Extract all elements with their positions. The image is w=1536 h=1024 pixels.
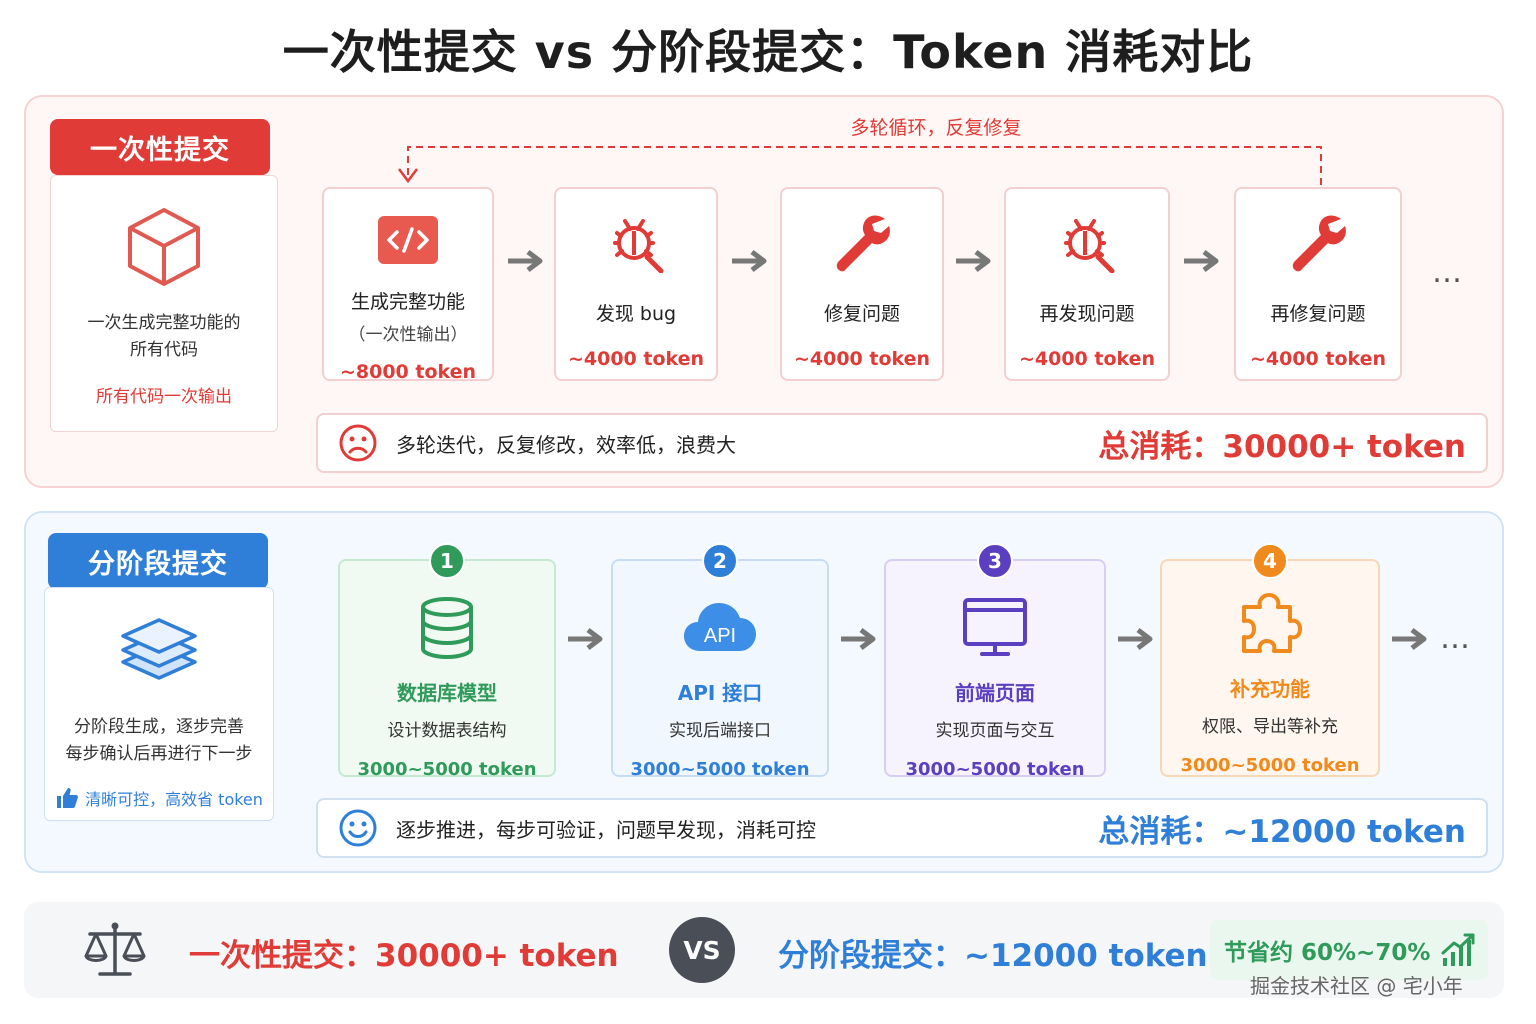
loop-arrow bbox=[398, 146, 1322, 185]
phased-side-desc-1: 分阶段生成，逐步完善 bbox=[74, 717, 244, 737]
once-step-token: ~8000 token bbox=[339, 361, 477, 383]
phased-side-note-text: 清晰可控，高效省 token bbox=[85, 790, 263, 809]
cloud-api-icon: API bbox=[684, 603, 756, 651]
step-token: 3000~5000 token bbox=[905, 759, 1085, 780]
loop-label: 多轮循环，反复修复 bbox=[850, 117, 1022, 139]
phased-step-extra: 4 补充功能 权限、导出等补充 3000~5000 token bbox=[1160, 543, 1380, 777]
once-step-token: ~4000 token bbox=[1249, 348, 1387, 370]
once-step-token: ~4000 token bbox=[793, 348, 931, 370]
once-summary: 多轮迭代，反复修改，效率低，浪费大 总消耗：30000+ token bbox=[316, 413, 1488, 473]
step-number-badge: 2 bbox=[702, 543, 738, 579]
step-number-badge: 4 bbox=[1252, 543, 1288, 579]
step-token: 3000~5000 token bbox=[357, 759, 537, 780]
step-token: 3000~5000 token bbox=[1180, 755, 1360, 776]
layers-icon bbox=[121, 618, 197, 680]
once-step-token: ~4000 token bbox=[1018, 348, 1156, 370]
step-title: 数据库模型 bbox=[397, 681, 497, 705]
database-icon bbox=[421, 597, 473, 660]
bug-icon bbox=[613, 219, 664, 274]
wrench-icon bbox=[1292, 215, 1346, 272]
once-side-desc-2: 所有代码 bbox=[130, 340, 198, 360]
wrench-icon bbox=[836, 215, 890, 272]
arrow-right-icon bbox=[956, 250, 991, 272]
saving-badge: 节省约 60%~70% bbox=[1210, 920, 1488, 980]
step-number-badge: 1 bbox=[429, 543, 465, 579]
once-step-label: 再发现问题 bbox=[1039, 303, 1135, 325]
comparison-bar: 一次性提交：30000+ token VS 分阶段提交：~12000 token… bbox=[24, 902, 1504, 998]
once-step-label: 再修复问题 bbox=[1270, 303, 1366, 325]
once-side-note: 所有代码一次输出 bbox=[96, 387, 232, 407]
arrow-right-icon bbox=[508, 250, 543, 272]
step-token: 3000~5000 token bbox=[630, 759, 810, 780]
phased-step-api: 2 API API 接口 实现后端接口 3000~5000 token bbox=[611, 543, 829, 780]
once-side-panel: 一次生成完整功能的 所有代码 所有代码一次输出 bbox=[50, 175, 278, 432]
bug-icon bbox=[1064, 219, 1115, 274]
once-step-sub: （一次性输出） bbox=[348, 325, 468, 345]
once-summary-total: 总消耗：30000+ token bbox=[1098, 428, 1466, 465]
phased-step-database: 1 数据库模型 设计数据表结构 3000~5000 token bbox=[338, 543, 556, 780]
once-step-label: 修复问题 bbox=[823, 303, 900, 325]
once-side-desc-1: 一次生成完整功能的 bbox=[87, 313, 241, 333]
phased-side-panel: 分阶段生成，逐步完善 每步确认后再进行下一步 清晰可控，高效省 token bbox=[44, 587, 274, 821]
arrow-right-icon bbox=[1184, 250, 1219, 272]
phased-tag: 分阶段提交 bbox=[48, 533, 268, 589]
phased-summary: 逐步推进，每步可验证，问题早发现，消耗可控 总消耗：~12000 token bbox=[316, 798, 1488, 858]
phased-section: 分阶段提交 分阶段生成，逐步完善 每步确认后再进行下一步 清晰可控，高效省 to… bbox=[24, 511, 1504, 873]
arrow-right-icon bbox=[841, 628, 876, 650]
thumbs-up-icon bbox=[57, 788, 79, 808]
api-icon-text: API bbox=[704, 625, 736, 647]
phased-step-frontend: 3 前端页面 实现页面与交互 3000~5000 token bbox=[884, 543, 1106, 780]
more-dots: … bbox=[1440, 621, 1474, 656]
trend-up-icon bbox=[1441, 933, 1475, 966]
step-sub: 实现页面与交互 bbox=[935, 721, 1055, 741]
step-sub: 权限、导出等补充 bbox=[1202, 717, 1338, 737]
vs-badge: VS bbox=[669, 917, 735, 983]
once-step-label: 生成完整功能 bbox=[350, 291, 465, 313]
step-title: API 接口 bbox=[677, 681, 763, 705]
saving-text: 节省约 60%~70% bbox=[1224, 940, 1431, 966]
once-tag: 一次性提交 bbox=[50, 119, 270, 175]
once-step-fix: 修复问题 ~4000 token bbox=[780, 187, 944, 381]
step-title: 前端页面 bbox=[955, 681, 1035, 705]
puzzle-icon bbox=[1242, 593, 1302, 653]
compare-phased-total: 分阶段提交：~12000 token bbox=[778, 938, 1208, 974]
once-step-token: ~4000 token bbox=[567, 348, 705, 370]
once-section: 一次性提交 一次生成完整功能的 所有代码 所有代码一次输出 多轮循环，反复修复 … bbox=[24, 95, 1504, 488]
phased-summary-text: 逐步推进，每步可验证，问题早发现，消耗可控 bbox=[396, 817, 816, 842]
phased-side-note: 清晰可控，高效省 token bbox=[45, 786, 273, 810]
compare-once-total: 一次性提交：30000+ token bbox=[189, 938, 619, 974]
step-sub: 实现后端接口 bbox=[669, 721, 771, 741]
more-dots: … bbox=[1432, 255, 1466, 290]
once-step-generate: 生成完整功能 （一次性输出） ~8000 token bbox=[322, 187, 494, 383]
page-title: 一次性提交 vs 分阶段提交：Token 消耗对比 bbox=[282, 25, 1254, 79]
phased-side-desc-2: 每步确认后再进行下一步 bbox=[65, 744, 253, 764]
step-title: 补充功能 bbox=[1230, 677, 1310, 701]
step-sub: 设计数据表结构 bbox=[387, 721, 507, 741]
once-step-find-bug: 发现 bug ~4000 token bbox=[554, 187, 718, 381]
cube-icon bbox=[128, 208, 200, 286]
step-number-badge: 3 bbox=[977, 543, 1013, 579]
arrow-right-icon bbox=[1118, 628, 1153, 650]
once-step-find-again: 再发现问题 ~4000 token bbox=[1004, 187, 1170, 381]
arrow-right-icon bbox=[1392, 628, 1427, 650]
arrow-right-icon bbox=[568, 628, 603, 650]
monitor-icon bbox=[963, 598, 1027, 656]
balance-scale-icon bbox=[84, 922, 146, 976]
once-step-fix-again: 再修复问题 ~4000 token bbox=[1234, 187, 1402, 381]
smile-face-icon bbox=[339, 809, 377, 847]
code-icon bbox=[378, 216, 438, 264]
once-summary-text: 多轮迭代，反复修改，效率低，浪费大 bbox=[396, 432, 736, 457]
once-step-label: 发现 bug bbox=[595, 303, 677, 325]
sad-face-icon bbox=[339, 424, 377, 462]
phased-summary-total: 总消耗：~12000 token bbox=[1098, 813, 1466, 850]
watermark: 掘金技术社区 @ 宅小年 bbox=[1250, 974, 1463, 998]
arrow-right-icon bbox=[732, 250, 767, 272]
